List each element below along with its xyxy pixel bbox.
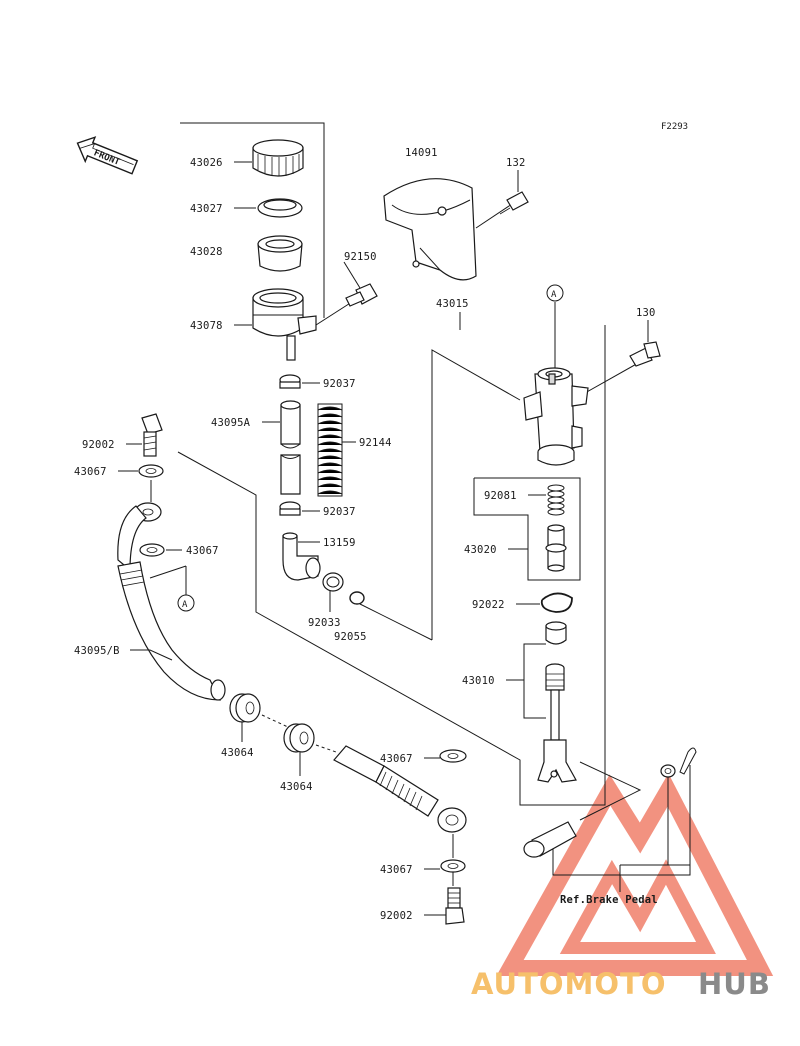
brake-hose-43095B xyxy=(117,502,226,701)
label-43067-lower-upper: 43067 xyxy=(380,753,413,765)
label-92037-lower: 92037 xyxy=(323,506,356,518)
label-43020: 43020 xyxy=(464,544,497,556)
label-92022: 92022 xyxy=(472,599,505,611)
o-ring-92055 xyxy=(349,591,365,605)
label-ref-brake-pedal: Ref.Brake Pedal xyxy=(560,894,658,906)
label-92081: 92081 xyxy=(484,490,517,502)
watermark-triangle-inner xyxy=(559,859,716,954)
callout-a-hose-letter: A xyxy=(182,600,188,610)
clamp-92037-upper xyxy=(279,374,301,389)
label-92002-lower: 92002 xyxy=(380,910,413,922)
label-43064-right: 43064 xyxy=(280,781,313,793)
label-92033: 92033 xyxy=(308,617,341,629)
washer-pedal xyxy=(660,764,676,778)
grommet-43064-left xyxy=(229,693,261,723)
label-43010: 43010 xyxy=(462,675,495,687)
reservoir-cap-43026 xyxy=(252,139,304,177)
label-92150: 92150 xyxy=(344,251,377,263)
plate-43027 xyxy=(257,198,303,218)
label-43095B: 43095/B xyxy=(74,645,120,657)
bolt-92150 xyxy=(315,283,378,326)
banjo-bolt-92002-lower xyxy=(445,887,465,925)
clamp-92037-lower xyxy=(279,501,301,516)
frame-lines xyxy=(177,122,691,876)
banjo-bolt-92002-upper xyxy=(141,413,163,457)
push-rod-43010 xyxy=(537,621,577,783)
label-43026: 43026 xyxy=(190,157,223,169)
hose-dashed-2 xyxy=(315,744,337,753)
label-43067-upper: 43067 xyxy=(74,466,107,478)
label-92037-upper: 92037 xyxy=(323,378,356,390)
clevis-pin xyxy=(523,821,577,858)
label-43015: 43015 xyxy=(436,298,469,310)
grommet-43064-right xyxy=(283,723,315,753)
label-14091: 14091 xyxy=(405,147,438,159)
reservoir-tank-43078 xyxy=(252,288,317,361)
spring-92144 xyxy=(317,403,343,497)
leader-lines xyxy=(118,161,690,916)
cotter-pin xyxy=(679,747,697,775)
label-92144: 92144 xyxy=(359,437,392,449)
label-132: 132 xyxy=(506,157,526,169)
label-43064-left: 43064 xyxy=(221,747,254,759)
watermark-text-part1: AUTOMOTO xyxy=(471,967,666,1001)
leader-92055 xyxy=(359,603,433,641)
diaphragm-43028 xyxy=(257,235,303,272)
watermark-text: AUTOMOTO HUB xyxy=(471,967,771,1001)
label-13159: 13159 xyxy=(323,537,356,549)
bolt-132 xyxy=(475,191,529,229)
washer-43067-lower-upper xyxy=(439,749,467,763)
label-43028: 43028 xyxy=(190,246,223,258)
spring-92081 xyxy=(547,484,565,516)
label-92002-upper: 92002 xyxy=(82,439,115,451)
diagram-code: F2293 xyxy=(661,122,688,132)
watermark-logo xyxy=(496,773,774,976)
label-92055: 92055 xyxy=(334,631,367,643)
front-arrow: FRONT xyxy=(76,136,139,175)
callout-a-cylinder: A xyxy=(546,284,564,302)
label-43067-lower: 43067 xyxy=(380,864,413,876)
cover-14091 xyxy=(383,178,477,281)
label-130: 130 xyxy=(636,307,656,319)
hose-lower-segment xyxy=(333,745,467,833)
master-cylinder-43015 xyxy=(523,302,641,466)
label-43027: 43027 xyxy=(190,203,223,215)
elbow-13159 xyxy=(282,532,321,581)
washer-43067-lower xyxy=(440,859,466,873)
hose-dashed xyxy=(261,714,291,729)
circlip-92022 xyxy=(540,592,573,613)
callout-a-hose: A xyxy=(149,565,195,612)
hose-43095A xyxy=(280,400,301,495)
watermark-text-part2: HUB xyxy=(698,967,771,1001)
piston-43020 xyxy=(545,524,567,572)
bolt-130 xyxy=(629,341,661,367)
part-labels: F2293 43026 43027 43028 43078 14091 132 … xyxy=(74,122,688,922)
watermark-triangle-outer xyxy=(496,773,774,976)
label-43095A: 43095A xyxy=(211,417,251,429)
washer-43067-mid xyxy=(139,543,165,557)
label-43067-mid: 43067 xyxy=(186,545,219,557)
label-43078: 43078 xyxy=(190,320,223,332)
washer-43067-upper xyxy=(138,464,164,478)
callout-a-cylinder-letter: A xyxy=(551,290,557,300)
circlip-92033 xyxy=(322,572,344,592)
